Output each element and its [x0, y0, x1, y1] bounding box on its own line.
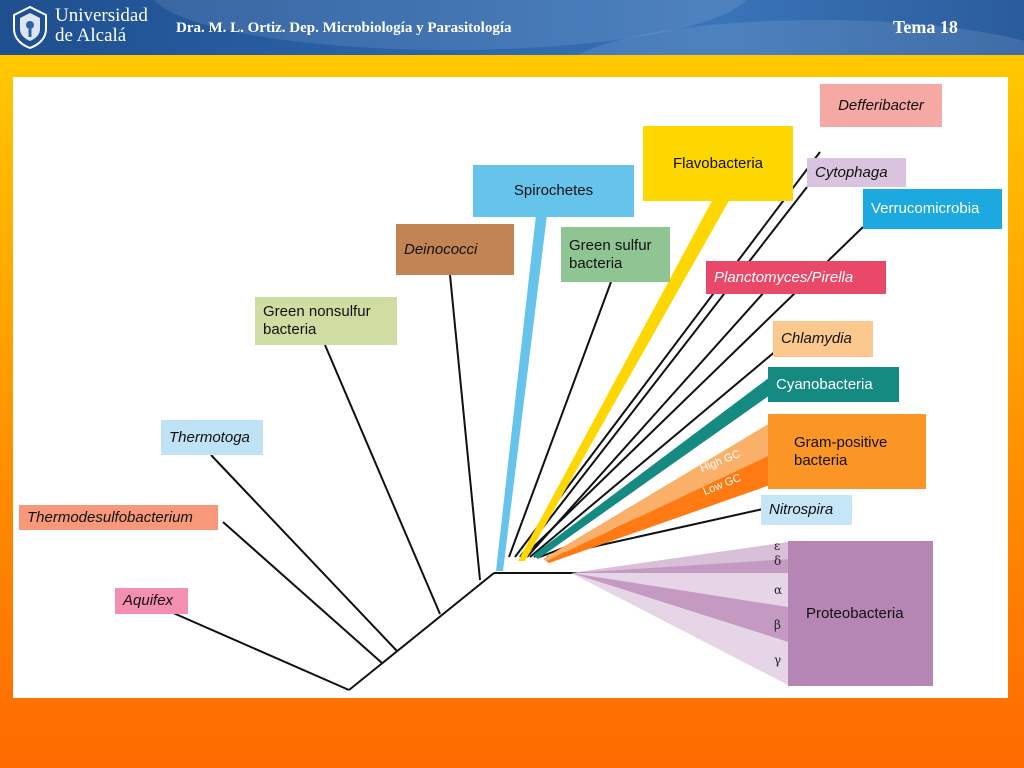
university-crest-icon [13, 5, 47, 49]
topic-title: Tema 18 [893, 17, 958, 37]
clade-verrucomicrobia-label: Verrucomicrobia [863, 189, 1002, 229]
gram-positive-low-gc-wedge [546, 455, 770, 563]
branch-deinococci [449, 274, 481, 581]
clade-planctomyces-label: Planctomyces/Pirella [706, 261, 886, 294]
branch-green-sulfur [508, 281, 612, 558]
phylogenetic-tree-panel: Aquifex Thermodesulfobacterium Thermotog… [13, 77, 1008, 698]
clade-cyanobacteria-label: Cyanobacteria [768, 367, 899, 402]
clade-chlamydia-label: Chlamydia [773, 321, 873, 357]
phylogenetic-tree [170, 151, 864, 691]
university-name-line2: de Alcalá [55, 25, 127, 46]
clade-green-sulfur-label: Green sulfur bacteria [561, 227, 670, 282]
branch-chlamydia [529, 344, 784, 558]
clade-green-nonsulfur-label: Green nonsulfur bacteria [255, 297, 397, 345]
cyanobacteria-wedge [533, 377, 770, 559]
branch-cytophaga [519, 186, 808, 558]
proteobacteria-gamma-label: γ [774, 653, 782, 667]
clade-aquifex-label: Aquifex [115, 588, 188, 614]
spirochetes-wedge [496, 215, 547, 571]
proteobacteria-delta-label: δ [774, 554, 782, 568]
university-name: Universidad de Alcalá [55, 6, 148, 46]
proteobacteria-epsilon-label: ε [774, 539, 781, 553]
university-name-line1: Universidad [55, 5, 148, 26]
clade-spirochetes-label: Spirochetes [473, 165, 634, 217]
branch-aquifex [170, 611, 350, 691]
clade-proteobacteria-label: Proteobacteria [788, 541, 933, 686]
proteobacteria-beta-label: β [774, 618, 781, 632]
proteobacteria-delta-wedge [571, 559, 788, 573]
clade-deinococci-label: Deinococci [396, 224, 514, 275]
branch-green-nonsulfur [324, 344, 441, 615]
proteobacteria-alpha-label: α [774, 583, 783, 597]
gram-positive-high-gc-wedge [543, 423, 770, 561]
clade-thermotoga-label: Thermotoga [161, 420, 263, 455]
clade-defferibacter-label: Defferibacter [820, 84, 942, 127]
slide-header: Universidad de Alcalá Dra. M. L. Ortiz. … [0, 0, 1024, 55]
branch-thermotoga [210, 454, 398, 652]
branch-defferibacter [514, 151, 821, 558]
clade-flavobacteria-label: Flavobacteria [643, 126, 793, 201]
clade-thermodesulfobacterium-label: Thermodesulfobacterium [19, 505, 218, 530]
clade-cytophaga-label: Cytophaga [807, 158, 906, 187]
branch-planctomyces [526, 289, 767, 558]
clade-gram-positive-label: Gram-positive bacteria [768, 414, 926, 489]
proteobacteria-gamma-wedge [571, 573, 788, 685]
slide-subtitle: Dra. M. L. Ortiz. Dep. Microbiología y P… [176, 20, 512, 36]
branch-thermodesulfobacterium [222, 521, 383, 664]
proteobacteria-epsilon-wedge [571, 542, 788, 573]
clade-nitrospira-label: Nitrospira [761, 495, 852, 525]
flavobacteria-wedge [518, 199, 730, 561]
branch-trunk [348, 572, 495, 691]
